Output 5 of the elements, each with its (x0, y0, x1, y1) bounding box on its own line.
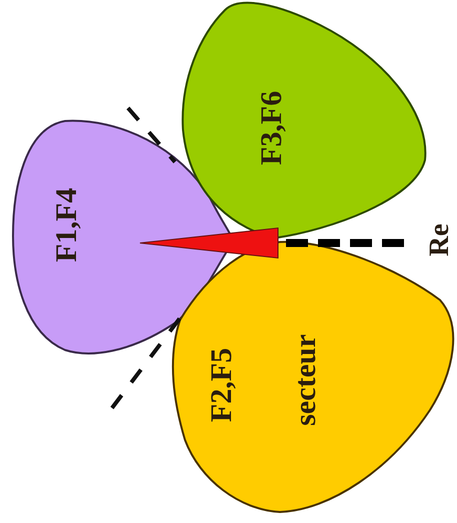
side-label: Re (426, 224, 454, 256)
lobe-label: F1,F4 (52, 188, 82, 262)
lobe-label: F3,F6 (257, 90, 287, 166)
lobe-label: secteur (291, 334, 321, 426)
lobe-label: F2,F5 (207, 348, 237, 422)
